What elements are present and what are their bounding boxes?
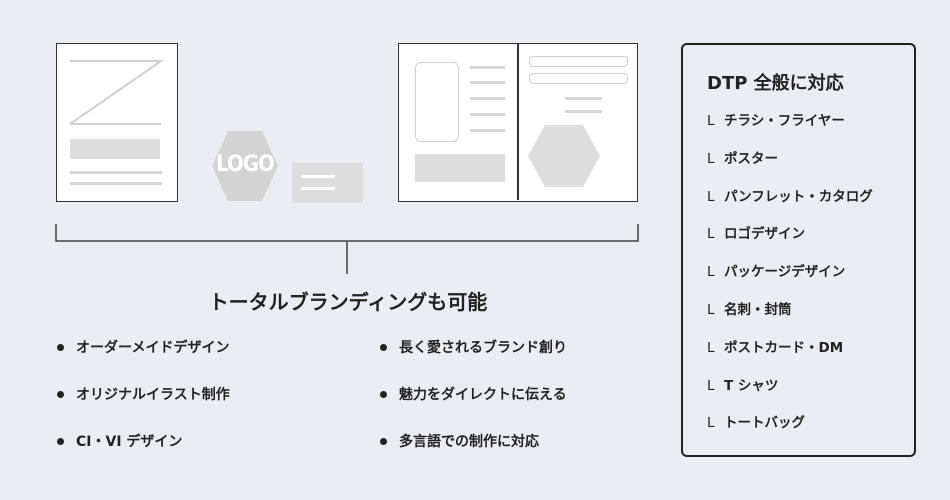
text-line xyxy=(470,113,505,116)
brochure-fold xyxy=(517,44,519,200)
text-block xyxy=(415,154,505,182)
text-line xyxy=(70,182,162,185)
list-marker: L xyxy=(707,415,715,432)
list-marker: L xyxy=(707,113,715,129)
image-placeholder xyxy=(415,62,459,142)
feature-item: 長く愛されるブランド創り xyxy=(380,337,567,357)
business-card-illustration xyxy=(292,163,363,203)
bullet-icon xyxy=(57,343,64,351)
text-line xyxy=(565,97,602,100)
feature-item: 魅力をダイレクトに伝える xyxy=(380,384,567,404)
bullet-icon xyxy=(57,390,64,398)
flyer-illustration xyxy=(56,43,178,202)
list-marker: L xyxy=(707,339,715,356)
input-bar xyxy=(529,73,628,84)
text-line xyxy=(470,97,505,100)
bullet-icon xyxy=(57,437,64,445)
list-marker: L xyxy=(707,377,715,394)
list-marker: L xyxy=(707,188,715,205)
text-line xyxy=(565,110,602,113)
list-marker: L xyxy=(707,301,715,318)
bracket-connector xyxy=(55,224,639,274)
image-placeholder xyxy=(70,60,164,125)
text-line xyxy=(470,129,505,132)
brochure-illustration xyxy=(398,43,638,202)
list-marker: L xyxy=(707,226,715,243)
input-bar xyxy=(529,56,628,67)
hexagon-shape xyxy=(528,125,600,187)
feature-item: オリジナルイラスト制作 xyxy=(57,384,230,404)
logo-text: LOGO xyxy=(216,152,275,177)
bullet-icon xyxy=(380,437,387,445)
text-line xyxy=(470,81,505,84)
list-marker: L xyxy=(707,150,715,167)
text-block xyxy=(70,139,160,159)
feature-item: CI・VI デザイン xyxy=(57,431,182,451)
logo-hexagon: LOGO xyxy=(211,130,279,202)
feature-item: オーダーメイドデザイン xyxy=(57,337,229,357)
caption: トータルブランディングも可能 xyxy=(208,290,488,314)
list-marker: L xyxy=(707,264,715,281)
bullet-icon xyxy=(380,390,387,398)
bullet-icon xyxy=(380,343,387,351)
feature-item: 多言語での制作に対応 xyxy=(380,431,539,451)
text-line xyxy=(470,66,505,69)
panel-title: DTP 全般に対応 xyxy=(707,73,844,94)
text-line xyxy=(70,171,162,174)
